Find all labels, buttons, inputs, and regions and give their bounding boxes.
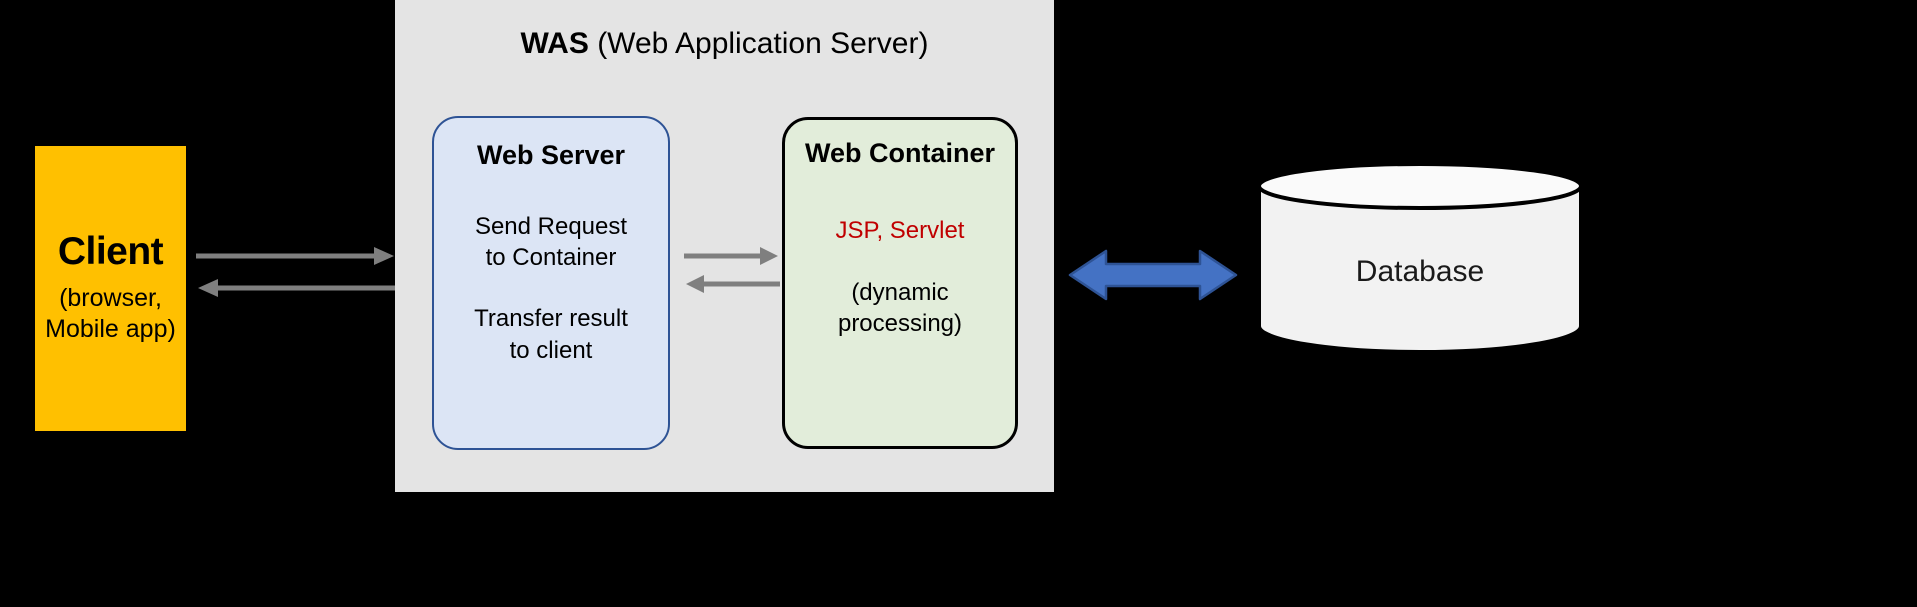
client-title: Client xyxy=(57,229,164,273)
database-label: Database xyxy=(1355,255,1485,288)
container-to-server-response-arrow xyxy=(686,275,780,293)
web-server-line-1: Send Request to Container xyxy=(474,213,628,272)
web-container-title: Web Container xyxy=(804,138,995,168)
client-node: Client (browser, Mobile app) xyxy=(35,146,186,431)
was-title-expansion: (Web Application Server) xyxy=(588,27,929,60)
container-to-database-double-arrow xyxy=(1068,249,1238,301)
web-server-title: Web Server xyxy=(476,140,626,170)
was-title: WAS (Web Application Server) xyxy=(395,26,1054,62)
was-to-client-response-arrow xyxy=(198,279,396,297)
web-container-tech-label: JSP, Servlet xyxy=(835,217,965,244)
database-cylinder-icon xyxy=(1257,162,1583,352)
web-server-node: Web Server Send Request to Container Tra… xyxy=(432,116,670,450)
web-container-note: (dynamic processing) xyxy=(837,279,963,338)
client-to-was-request-arrow xyxy=(196,247,394,265)
server-to-container-request-arrow xyxy=(684,247,778,265)
client-subtitle: (browser, Mobile app) xyxy=(45,283,176,343)
web-container-node: Web Container JSP, Servlet (dynamic proc… xyxy=(782,117,1018,449)
was-title-acronym: WAS xyxy=(520,27,589,60)
web-server-line-2: Transfer result to client xyxy=(474,305,628,364)
